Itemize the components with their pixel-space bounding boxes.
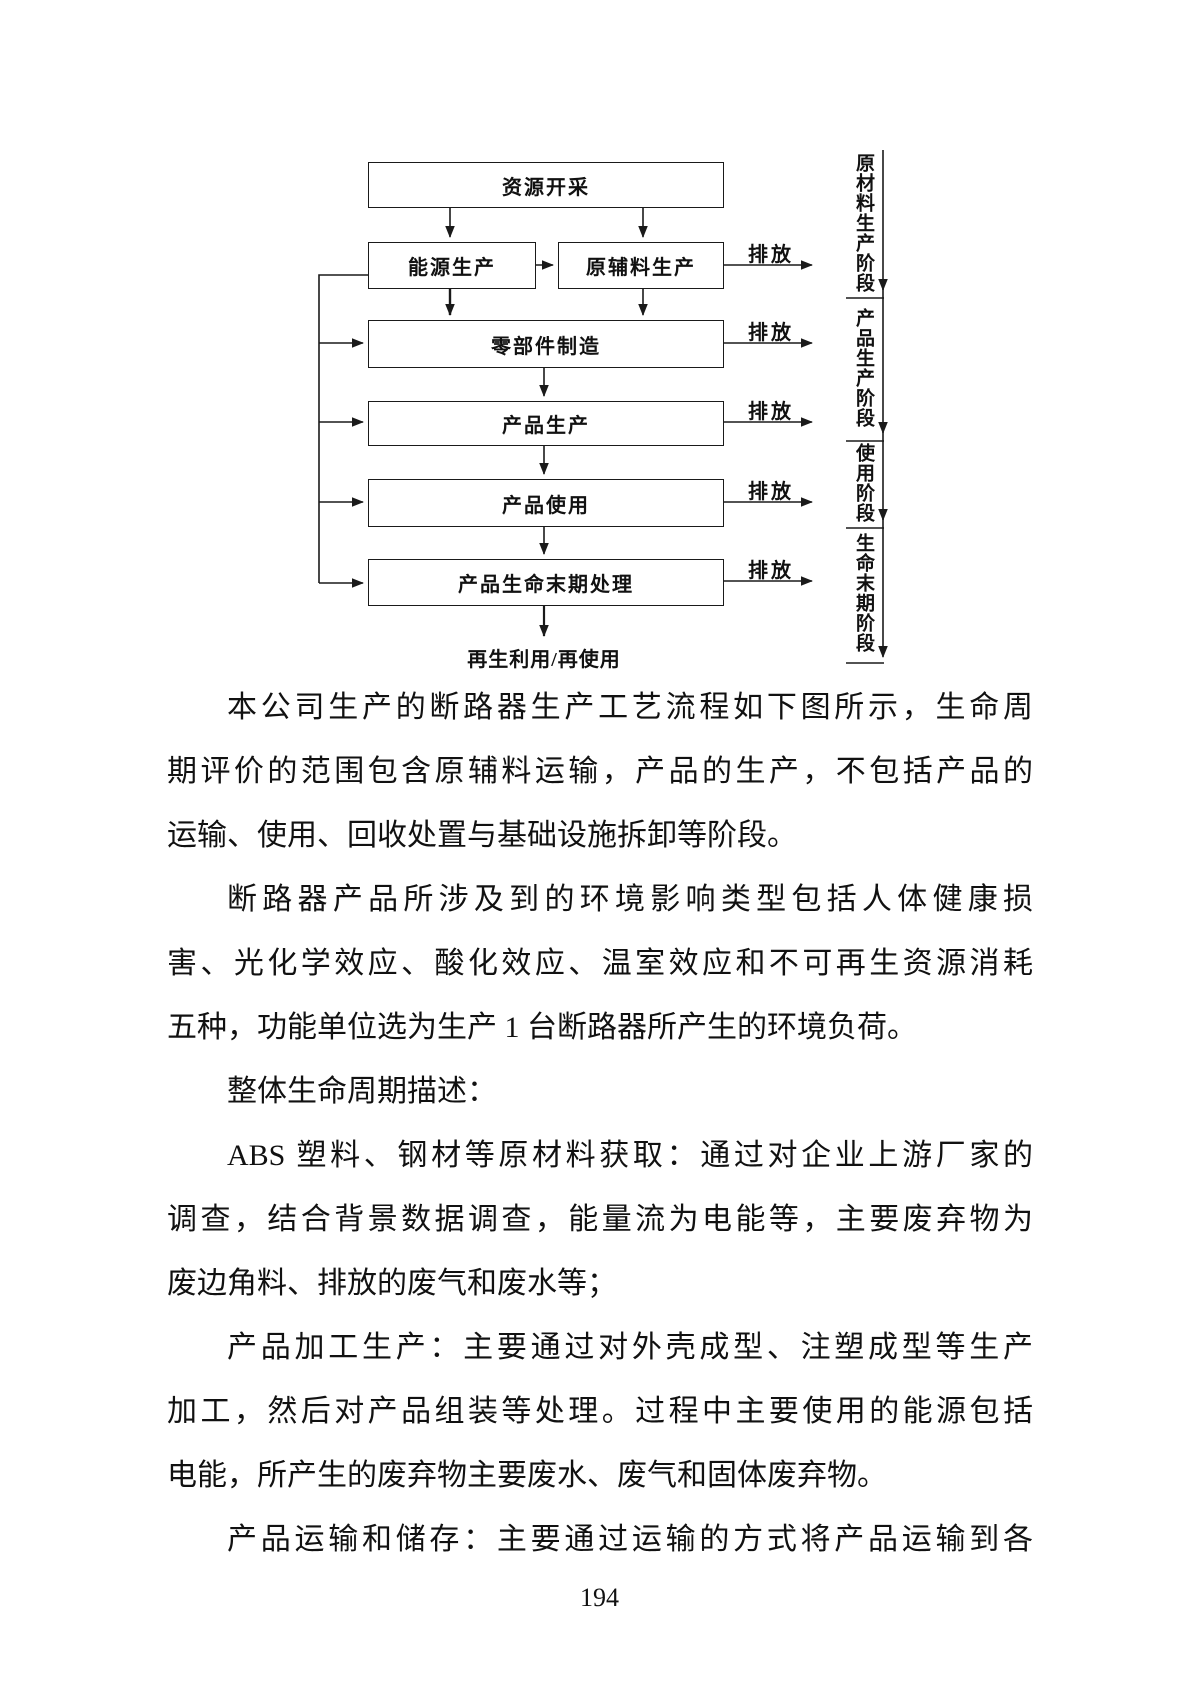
body-line: 产品运输和储存：主要通过运输的方式将产品运输到各 bbox=[227, 1523, 1033, 1556]
lifecycle-flowchart: 资源开采 能源生产 原辅料生产 零部件制造 产品生产 产品使用 产品生命末期处理… bbox=[0, 0, 1199, 700]
body-line: 五种，功能单位选为生产 1 台断路器所产生的环境负荷。 bbox=[167, 1011, 917, 1044]
stage-label-end-of-life: 生命末期阶段 bbox=[853, 533, 874, 653]
body-text: 本公司生产的断路器生产工艺流程如下图所示，生命周 期评价的范围包含原辅料运输，产… bbox=[167, 676, 1033, 1572]
body-line: 期评价的范围包含原辅料运输，产品的生产，不包括产品的 bbox=[167, 755, 1033, 788]
body-line: 加工，然后对产品组装等处理。过程中主要使用的能源包括 bbox=[167, 1395, 1033, 1428]
body-line: 产品加工生产：主要通过对外壳成型、注塑成型等生产 bbox=[227, 1331, 1033, 1364]
flowchart-box-product-production: 产品生产 bbox=[368, 401, 724, 446]
body-line: 断路器产品所涉及到的环境影响类型包括人体健康损 bbox=[227, 883, 1033, 916]
flowchart-recycle-reuse-label: 再生利用/再使用 bbox=[467, 649, 621, 671]
flowchart-box-resource-extraction: 资源开采 bbox=[368, 162, 724, 208]
body-line: 运输、使用、回收处置与基础设施拆卸等阶段。 bbox=[167, 819, 797, 852]
flowchart-box-energy-production: 能源生产 bbox=[368, 242, 536, 289]
body-line: 本公司生产的断路器生产工艺流程如下图所示，生命周 bbox=[227, 691, 1033, 724]
flowchart-box-product-use: 产品使用 bbox=[368, 479, 724, 527]
stage-label-use: 使用阶段 bbox=[853, 443, 874, 523]
emission-label-2: 排放 bbox=[748, 322, 794, 344]
body-line: 害、光化学效应、酸化效应、温室效应和不可再生资源消耗 bbox=[167, 947, 1033, 980]
emission-label-4: 排放 bbox=[748, 481, 794, 503]
emission-label-1: 排放 bbox=[748, 244, 794, 266]
flowchart-box-raw-material-production: 原辅料生产 bbox=[558, 242, 724, 289]
emission-label-5: 排放 bbox=[748, 560, 794, 582]
emission-label-3: 排放 bbox=[748, 401, 794, 423]
body-line: 调查，结合背景数据调查，能量流为电能等，主要废弃物为 bbox=[167, 1203, 1033, 1236]
body-line: ABS 塑料、钢材等原材料获取：通过对企业上游厂家的 bbox=[227, 1139, 1033, 1172]
body-line: 电能，所产生的废弃物主要废水、废气和固体废弃物。 bbox=[167, 1459, 887, 1492]
stage-label-product-production: 产品生产阶段 bbox=[853, 308, 874, 428]
body-line: 整体生命周期描述： bbox=[227, 1075, 497, 1108]
page-number: 194 bbox=[580, 1583, 619, 1612]
body-line: 废边角料、排放的废气和废水等； bbox=[167, 1267, 617, 1300]
stage-label-raw-material: 原材料生产阶段 bbox=[853, 153, 874, 293]
flowchart-box-end-of-life-treatment: 产品生命末期处理 bbox=[368, 559, 724, 606]
flowchart-box-parts-manufacturing: 零部件制造 bbox=[368, 320, 724, 368]
